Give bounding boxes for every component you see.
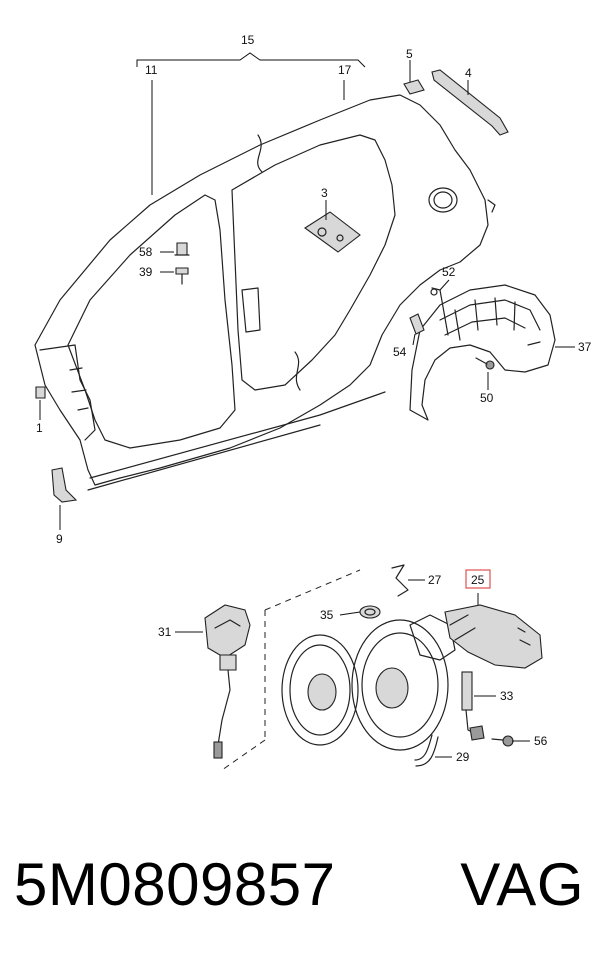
leader-lines-upper bbox=[39, 60, 575, 530]
callout-33: 33 bbox=[500, 689, 514, 703]
callout-29: 29 bbox=[456, 750, 470, 764]
part-33-rod bbox=[461, 671, 485, 741]
part-9-bracket bbox=[51, 467, 78, 503]
part-35-grommet bbox=[359, 605, 381, 619]
part-58-fastener bbox=[174, 242, 190, 256]
callout-17: 17 bbox=[338, 63, 352, 77]
side-panel bbox=[34, 94, 496, 491]
callout-35: 35 bbox=[320, 608, 334, 622]
callout-54: 54 bbox=[393, 345, 407, 359]
footer: 5M0809857 VAG bbox=[0, 850, 600, 950]
part-27-spring bbox=[391, 564, 409, 597]
part-3-bracket bbox=[304, 211, 361, 253]
part-54-clip bbox=[409, 313, 425, 335]
callout-3: 3 bbox=[321, 186, 328, 200]
part-25-flap bbox=[444, 604, 543, 669]
callout-11: 11 bbox=[145, 63, 158, 77]
part-number: 5M0809857 bbox=[14, 851, 336, 918]
part-5-clip bbox=[403, 79, 425, 95]
brand-label: VAG bbox=[460, 851, 584, 918]
callout-56: 56 bbox=[534, 734, 548, 748]
part-31-actuator bbox=[204, 604, 251, 759]
part-37-wheel-liner bbox=[409, 284, 556, 421]
callout-27: 27 bbox=[428, 573, 442, 587]
highlight-box-25 bbox=[465, 569, 491, 589]
part-56-screw bbox=[491, 735, 514, 747]
callout-9: 9 bbox=[56, 532, 63, 546]
callout-15: 15 bbox=[241, 33, 255, 47]
callout-50: 50 bbox=[480, 391, 494, 405]
part-4-strip bbox=[431, 69, 509, 136]
callout-58: 58 bbox=[139, 245, 153, 259]
part-50-screw bbox=[475, 357, 495, 370]
callout-1: 1 bbox=[36, 421, 43, 435]
leader-lines-lower bbox=[175, 579, 530, 758]
callout-39: 39 bbox=[139, 265, 153, 279]
bracket-15 bbox=[136, 52, 366, 68]
callout-52: 52 bbox=[442, 265, 456, 279]
part-1-clip bbox=[35, 386, 46, 399]
dashed-guide-lines bbox=[221, 569, 361, 771]
callout-4: 4 bbox=[465, 66, 472, 80]
part-29-hose bbox=[414, 734, 439, 767]
callout-25: 25 bbox=[471, 573, 485, 587]
part-39-screw bbox=[175, 267, 189, 285]
callout-37: 37 bbox=[578, 340, 592, 354]
callout-5: 5 bbox=[406, 47, 413, 61]
part-29-housing-ring bbox=[281, 634, 359, 746]
part-housing bbox=[351, 614, 456, 751]
part-52-fastener bbox=[430, 287, 449, 336]
callout-31: 31 bbox=[158, 625, 172, 639]
